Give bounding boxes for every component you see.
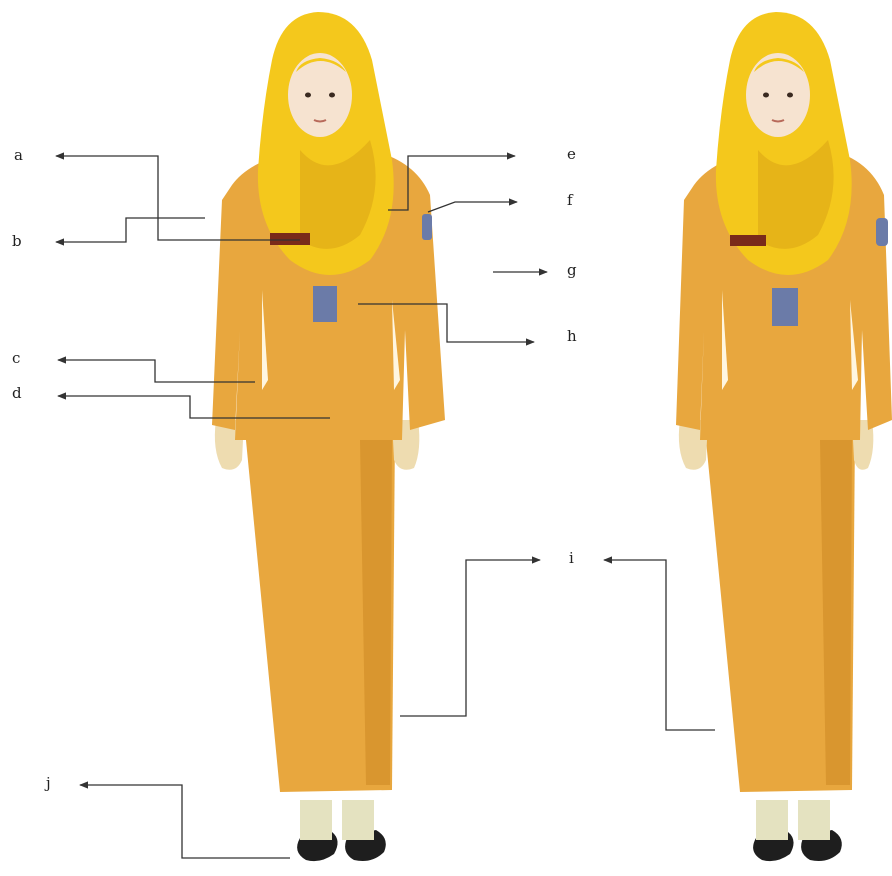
- right-badge: [772, 288, 798, 326]
- label-b: b: [12, 234, 22, 249]
- label-e: e: [567, 147, 576, 162]
- label-f: f: [567, 193, 573, 208]
- label-a: a: [14, 148, 23, 163]
- left-shoulder-patch: [422, 214, 432, 240]
- label-c: c: [12, 351, 20, 366]
- label-j: j: [46, 776, 51, 791]
- right-sock-right: [798, 800, 830, 840]
- leader-i-left: [400, 560, 540, 716]
- left-name-tag: [270, 233, 310, 245]
- label-g: g: [567, 263, 577, 278]
- left-sock-left: [300, 800, 332, 840]
- label-d: d: [12, 386, 22, 401]
- right-shoulder-patch: [876, 218, 888, 246]
- figure-right: [676, 12, 892, 861]
- left-sock-right: [342, 800, 374, 840]
- leader-j: [80, 785, 290, 858]
- right-face: [746, 53, 810, 137]
- leader-i-right: [604, 560, 715, 730]
- label-h: h: [567, 329, 577, 344]
- leader-f: [428, 202, 517, 212]
- left-face: [288, 53, 352, 137]
- right-name-tag: [730, 235, 766, 246]
- label-i: i: [569, 551, 574, 566]
- leader-b: [56, 218, 205, 242]
- right-sock-left: [756, 800, 788, 840]
- left-badge: [313, 286, 337, 322]
- figure-left: [212, 12, 445, 861]
